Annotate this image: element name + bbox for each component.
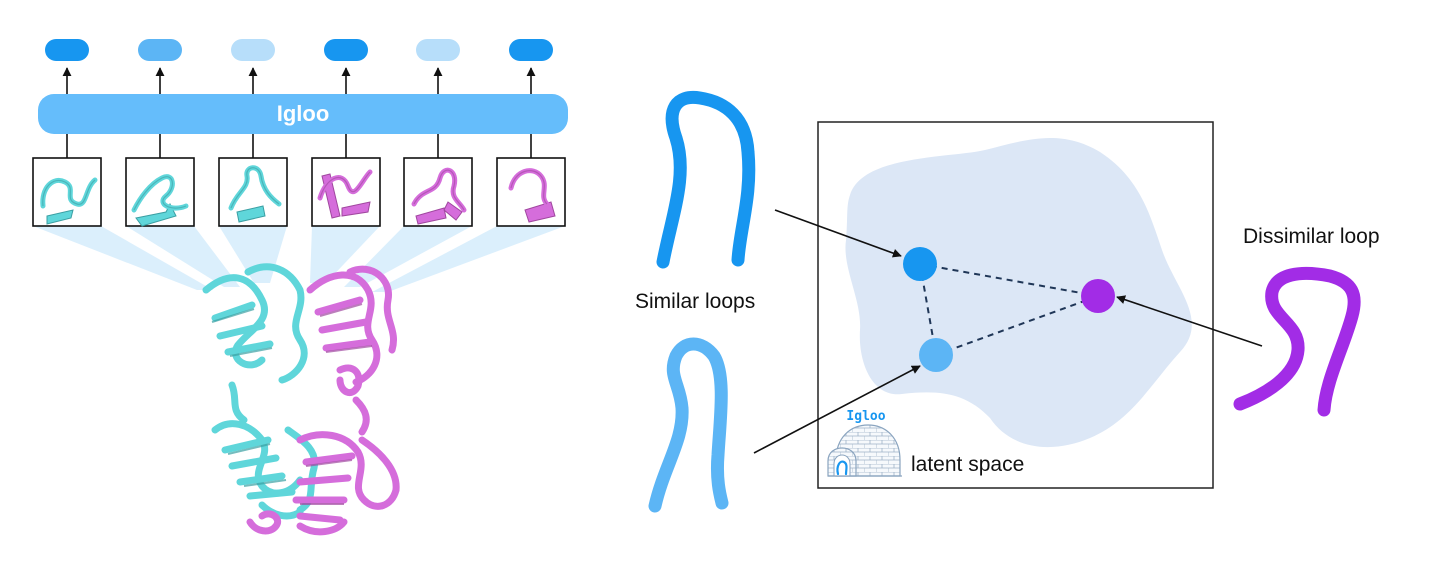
- dissimilar-loop: [1233, 266, 1361, 417]
- projection-beam: [33, 226, 213, 290]
- loop-thumbnail: [125, 157, 195, 227]
- igloo-logo-text: Igloo: [846, 409, 885, 424]
- similar-loops-label: Similar loops: [635, 290, 755, 313]
- output-embedding-pill: [509, 39, 553, 61]
- antibody-structure: [202, 263, 400, 536]
- output-embedding-pill: [231, 39, 275, 61]
- output-embedding-pill: [324, 39, 368, 61]
- model-bar: [38, 94, 568, 134]
- similar-loop-1: [656, 90, 756, 269]
- loop-thumbnail: [311, 157, 381, 227]
- model-block: Igloo: [38, 94, 568, 134]
- output-embeddings: [45, 39, 553, 94]
- loop-thumbnails: [32, 134, 566, 227]
- latent-point-similar-1: [903, 247, 937, 281]
- projection-beam: [310, 226, 380, 283]
- loop-thumbnail: [218, 157, 288, 227]
- loop-thumbnail: [32, 157, 102, 227]
- loop-thumbnail: [496, 157, 566, 227]
- output-embedding-pill: [416, 39, 460, 61]
- chain-magenta: [246, 265, 400, 536]
- loop-thumbnail: [403, 157, 473, 227]
- edge-similar2-dissimilar: [935, 295, 1099, 356]
- latent-point-similar-2: [919, 338, 953, 372]
- arrow-dissimilar-loop: [1116, 295, 1263, 347]
- model-name: Igloo: [277, 101, 330, 126]
- output-embedding-pill: [45, 39, 89, 61]
- arrow-similar-loop-1: [774, 209, 902, 258]
- latent-space-label: latent space: [911, 453, 1024, 476]
- projection-beam: [372, 226, 565, 292]
- similar-loop-2: [648, 337, 729, 513]
- igloo-logo: Igloo: [827, 409, 902, 477]
- edge-similar1-dissimilar: [919, 263, 1099, 297]
- latent-point-dissimilar: [1081, 279, 1115, 313]
- arrow-similar-loop-2: [753, 365, 921, 454]
- projection-beam: [126, 226, 240, 287]
- output-embedding-pill: [138, 39, 182, 61]
- dissimilar-loop-label: Dissimilar loop: [1243, 225, 1380, 248]
- mapping-arrows: [753, 209, 1263, 454]
- chain-cyan: [202, 263, 319, 520]
